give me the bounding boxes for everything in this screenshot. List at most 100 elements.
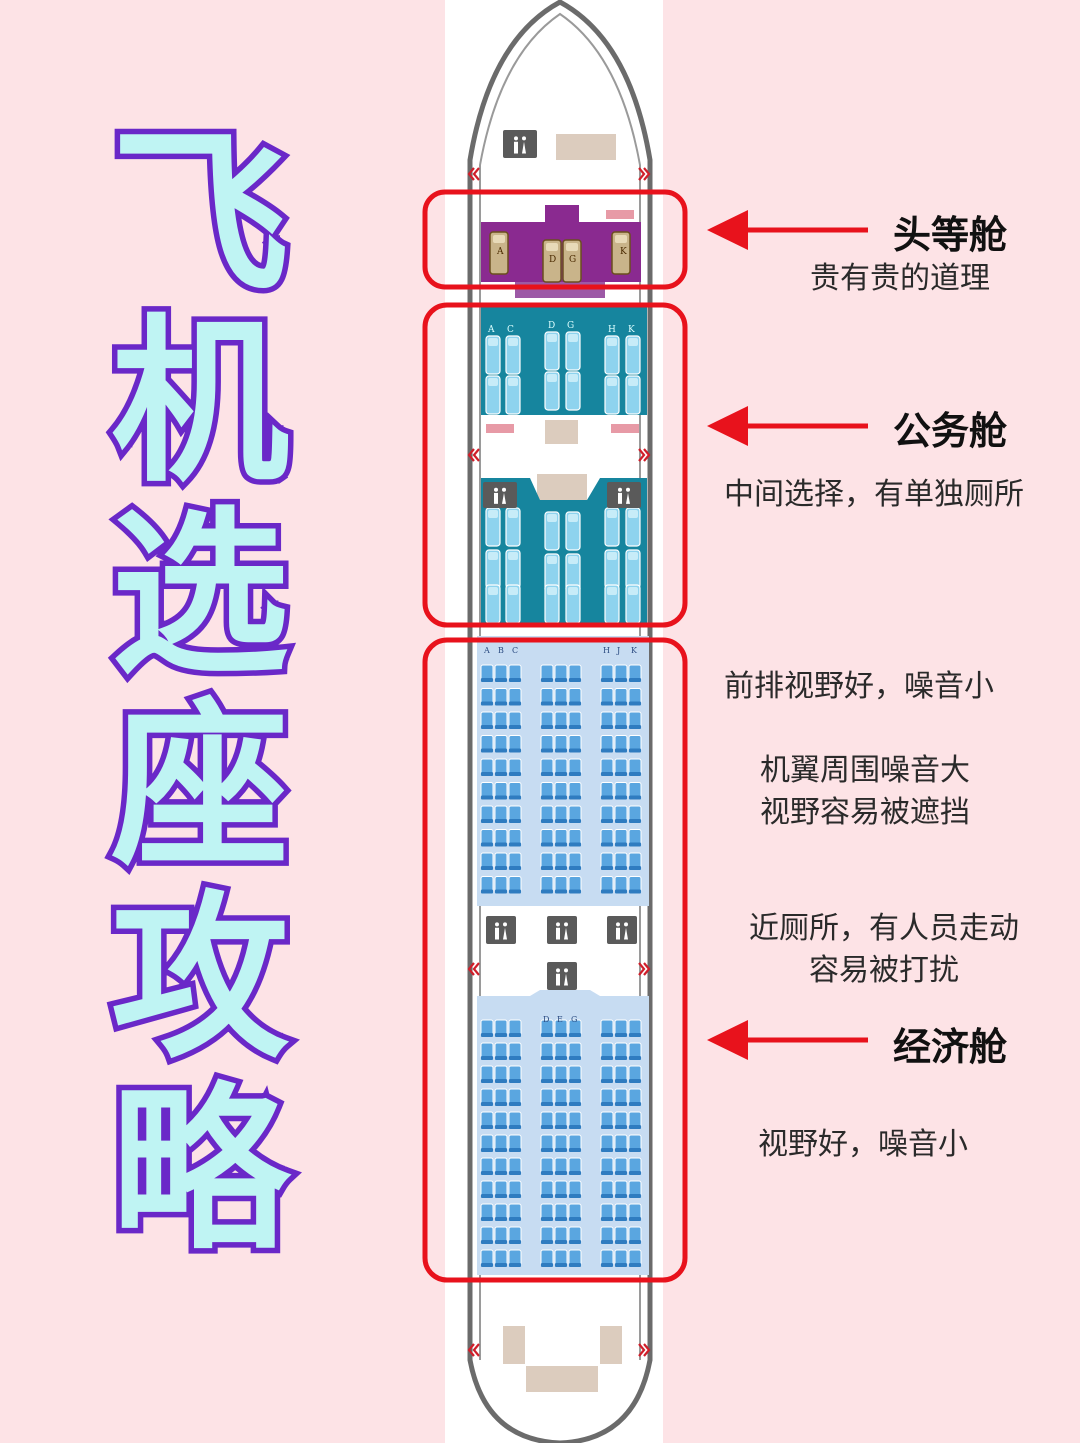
- economy-seat: [540, 1134, 554, 1151]
- economy-seat: [540, 1203, 554, 1220]
- economy-seat: [540, 782, 554, 798]
- economy-seat: [600, 664, 614, 681]
- economy-seat: [480, 1226, 494, 1243]
- economy-seat: [494, 758, 508, 775]
- economy-seat: [508, 1088, 522, 1105]
- economy-seat: [628, 1111, 642, 1128]
- exit-arrow-icon: [467, 1343, 480, 1357]
- economy-seat: [614, 664, 628, 681]
- economy-seat: [628, 1134, 642, 1151]
- economy-seat: [600, 782, 614, 798]
- economy-seat: [494, 829, 508, 845]
- economy-seat: [568, 1065, 582, 1082]
- economy-seat: [480, 1088, 494, 1105]
- economy-seat: [568, 1249, 582, 1266]
- economy-seat: [628, 1065, 642, 1082]
- economy-seat: [494, 1042, 508, 1059]
- economy-seat: [494, 711, 508, 728]
- galley-rear-left: [503, 1326, 525, 1364]
- title-char-3: 选: [106, 491, 295, 698]
- economy-seat: [480, 782, 494, 798]
- economy-seat: [494, 1134, 508, 1151]
- economy-seat: [554, 758, 568, 775]
- title-char-5: 攻: [106, 875, 295, 1082]
- economy-seat: [614, 1180, 628, 1197]
- economy-seat: [554, 1203, 568, 1220]
- galley-business: [537, 474, 587, 500]
- economy-seat: [494, 1203, 508, 1220]
- economy-seat: [568, 1042, 582, 1059]
- economy-seat: [480, 711, 494, 728]
- economy-seat: [628, 735, 642, 751]
- economy-seat: [494, 782, 508, 798]
- economy-seat: [494, 1111, 508, 1128]
- title-char-1: 飞: [106, 111, 295, 318]
- restroom-icon: [607, 916, 637, 944]
- economy-seat: [480, 1180, 494, 1197]
- title-char-2: 机: [106, 299, 295, 506]
- economy-note-front: 前排视野好，噪音小: [724, 669, 994, 704]
- economy-seat: [480, 876, 494, 892]
- seat-letter-eco-C: C: [512, 646, 518, 655]
- economy-seat: [614, 1019, 628, 1036]
- restroom-icon: [486, 916, 516, 944]
- economy-seat: [540, 1042, 554, 1059]
- economy-seat: [540, 1065, 554, 1082]
- seat-letter-first-K: K: [620, 247, 627, 257]
- economy-seat: [480, 758, 494, 775]
- economy-seat: [628, 1019, 642, 1036]
- economy-note-restroom: 近厕所，有人员走动 容易被打扰: [724, 908, 1044, 992]
- economy-seat: [600, 1180, 614, 1197]
- title-char-4: 座: [106, 683, 295, 890]
- economy-seat: [600, 688, 614, 704]
- galley-rear-right: [600, 1326, 622, 1364]
- economy-seat: [554, 1180, 568, 1197]
- economy-seat: [600, 1134, 614, 1151]
- economy-seat: [494, 1226, 508, 1243]
- economy-seat: [614, 876, 628, 892]
- economy-seat: [614, 688, 628, 704]
- economy-seat: [614, 1226, 628, 1243]
- economy-seat: [494, 1088, 508, 1105]
- economy-seat: [494, 852, 508, 869]
- economy-seat: [540, 664, 554, 681]
- economy-seat: [628, 1088, 642, 1105]
- seat-letter-business-C: C: [507, 325, 514, 335]
- economy-seat: [628, 711, 642, 728]
- economy-seat: [600, 876, 614, 892]
- economy-seat: [554, 805, 568, 822]
- economy-seat: [540, 852, 554, 869]
- economy-seat: [628, 664, 642, 681]
- economy-seat: [568, 688, 582, 704]
- economy-seat: [600, 1249, 614, 1266]
- seat-letter-eco-A: A: [483, 646, 490, 655]
- restroom-icon: [503, 130, 537, 158]
- economy-seat: [540, 1249, 554, 1266]
- economy-seat: [554, 1111, 568, 1128]
- economy-seat: [614, 735, 628, 751]
- economy-seat: [554, 688, 568, 704]
- economy-seat: [628, 1203, 642, 1220]
- restroom-icon: [483, 482, 517, 508]
- economy-seat: [540, 1088, 554, 1105]
- economy-seat: [554, 1042, 568, 1059]
- economy-seat: [568, 852, 582, 869]
- highlight-box-economy-class: [422, 637, 688, 1283]
- economy-seat: [540, 829, 554, 845]
- economy-seat: [554, 664, 568, 681]
- economy-seat: [614, 782, 628, 798]
- economy-seat: [508, 735, 522, 751]
- seat-letter-business-K: K: [628, 325, 635, 335]
- exit-arrow-icon: [467, 962, 480, 976]
- economy-seat: [508, 1226, 522, 1243]
- economy-seat: [508, 1134, 522, 1151]
- economy-seat: [540, 876, 554, 892]
- economy-seat: [540, 1157, 554, 1174]
- economy-seat: [540, 711, 554, 728]
- economy-seat: [600, 829, 614, 845]
- galley-rear-center: [526, 1366, 598, 1392]
- first-class-note: 贵有贵的道理: [810, 261, 990, 296]
- economy-seat: [480, 1065, 494, 1082]
- economy-seat: [508, 1019, 522, 1036]
